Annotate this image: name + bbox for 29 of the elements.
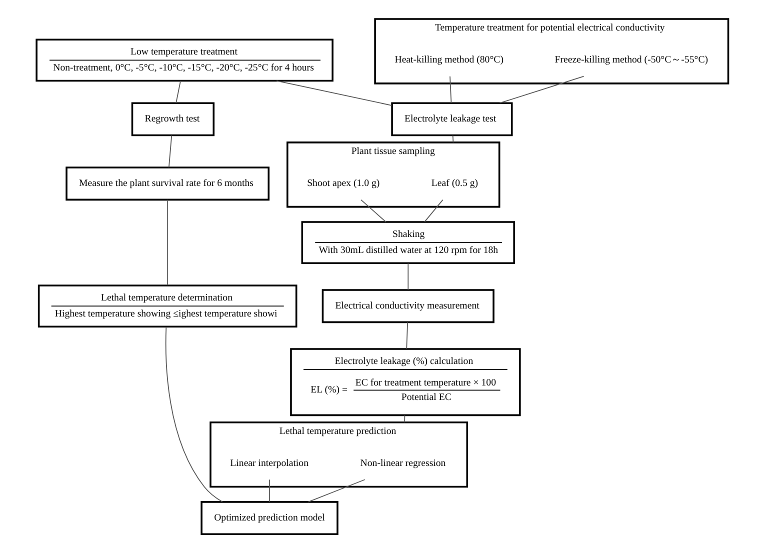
connector [360, 199, 386, 222]
connector [276, 80, 392, 106]
node-box: Low temperature treatment Non-treatment, 0°C, -5°C, -10°C, -15°C, -20°C, -25°C for 4 hours [36, 38, 334, 82]
node-box: Optimized prediction model [200, 501, 338, 535]
connector [424, 199, 444, 222]
connector [168, 135, 172, 168]
connector [499, 76, 584, 104]
node-text: Linear interpolation [230, 458, 309, 469]
node-box: Shaking With 30mL distilled water at 120 rpm for 18h [301, 221, 515, 264]
node-text: Freeze-killing method (-50°C～-55°C) [554, 54, 708, 66]
connector [450, 76, 452, 104]
node-box: Electrolyte leakage (%) calculation EL (%) = EC for treatment temperature × 100 Potential EC [290, 348, 521, 416]
connector [269, 479, 270, 502]
node-text: Heat-killing method (80°C) [394, 54, 504, 66]
connector [406, 322, 408, 350]
node-box: Measure the plant survival rate for 6 months [66, 166, 270, 201]
node-text: Shoot apex (1.0 g) [307, 178, 380, 190]
connector [176, 80, 182, 104]
node-text: Leaf (0.5 g) [431, 178, 478, 190]
connector [404, 414, 406, 423]
node-box: Electrolyte leakage test [391, 102, 513, 136]
connector [167, 199, 168, 286]
node-box: Regrowth test [131, 102, 215, 136]
connector [165, 326, 223, 502]
node-text: Non-linear regression [360, 458, 446, 469]
node-box: Electrical conductivity measurement [322, 289, 494, 324]
connector [452, 135, 454, 143]
connector [408, 262, 409, 290]
node-box: Lethal temperature determination Highest temperature showing ≤ighest temperature showi [38, 284, 298, 328]
